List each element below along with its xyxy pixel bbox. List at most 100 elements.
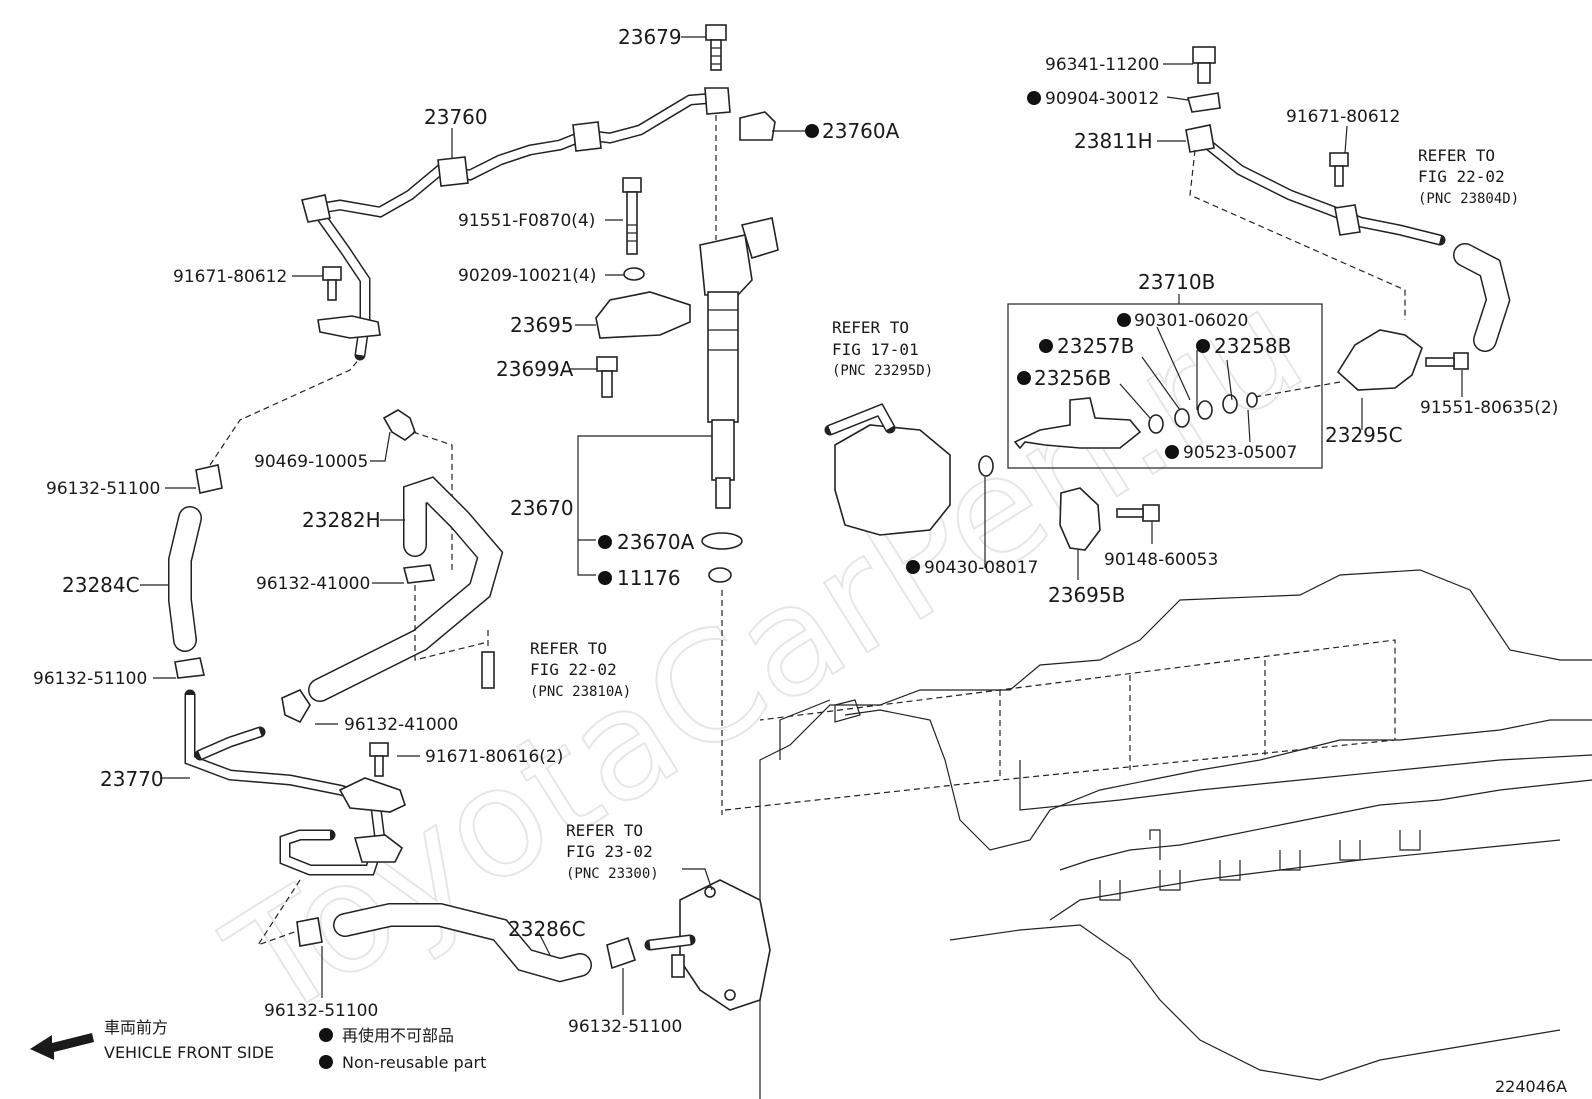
label-90469: 90469-10005 xyxy=(254,452,368,472)
clamp-96132-51100-lower-right xyxy=(606,936,636,970)
label-23695: 23695 xyxy=(510,313,574,337)
legend-dot-en xyxy=(319,1055,333,1069)
bolt-91551-f0870 xyxy=(622,177,642,255)
label-96132-41000-b: 96132-41000 xyxy=(344,715,458,735)
label-96132-51100-c: 96132-51100 xyxy=(264,1001,378,1021)
legend-nonreusable-jp: 再使用不可部品 xyxy=(342,1026,454,1045)
nonreusable-dot-23760a xyxy=(805,124,819,138)
hose-23286c xyxy=(333,903,592,983)
bolt-91551-80635 xyxy=(1425,352,1469,370)
nonreusable-dot-23670a xyxy=(598,535,612,549)
refer-to-notes: REFER TO FIG 17-01 (PNC 23295D) REFER TO… xyxy=(530,146,1519,882)
label-90209: 90209-10021(4) xyxy=(458,266,596,286)
pipe-23770 xyxy=(184,689,406,876)
ref-22-02-b-line1: REFER TO xyxy=(530,639,607,658)
label-23257b: 23257B xyxy=(1057,334,1134,358)
label-90148-60053: 90148-60053 xyxy=(1104,550,1218,570)
washer-90904 xyxy=(1186,92,1221,113)
label-96341-11200: 96341-11200 xyxy=(1045,55,1159,75)
label-91671-80612-left: 91671-80612 xyxy=(173,267,287,287)
pipe-bracket-left xyxy=(317,315,381,339)
label-90904-30012: 90904-30012 xyxy=(1045,89,1159,109)
clamp-96132-51100-upper xyxy=(195,464,223,494)
label-23811h: 23811H xyxy=(1074,129,1153,153)
engine-block-outline xyxy=(724,569,1592,1099)
label-23284c: 23284C xyxy=(62,573,140,597)
ref-22-02-a-line3: (PNC 23804D) xyxy=(1418,191,1519,207)
kit-components-23710b xyxy=(1013,392,1258,450)
label-96132-51100-b: 96132-51100 xyxy=(33,669,147,689)
clamp-96132-51100-middle xyxy=(174,657,205,679)
nonreusable-dot-11176 xyxy=(598,571,612,585)
legend-direction-jp: 車両前方 xyxy=(104,1018,168,1037)
label-23258b: 23258B xyxy=(1214,334,1291,358)
hose-23282h xyxy=(308,476,504,702)
ref-23-02-line1: REFER TO xyxy=(566,821,643,840)
leader-lines xyxy=(140,36,1463,1015)
ref-17-01-line1: REFER TO xyxy=(832,318,909,337)
ref-23-02-line2: FIG 23-02 xyxy=(566,842,653,861)
bolt-91671-80616 xyxy=(369,742,389,777)
label-23760: 23760 xyxy=(424,105,488,129)
clamp-96132-41000-upper xyxy=(402,564,436,584)
nonreusable-dot-90430 xyxy=(906,560,920,574)
label-90430-08017: 90430-08017 xyxy=(924,558,1038,578)
clamp-23695 xyxy=(595,291,691,339)
label-90301-06020: 90301-06020 xyxy=(1134,311,1248,331)
legend-dot-jp xyxy=(319,1028,333,1042)
ref-fig-22-02-middle: REFER TO FIG 22-02 (PNC 23810A) xyxy=(530,639,631,700)
bolt-90148-60053 xyxy=(1116,504,1160,522)
label-96132-51100-a: 96132-51100 xyxy=(46,479,160,499)
label-96132-41000-a: 96132-41000 xyxy=(256,574,370,594)
ref-22-02-b-line3: (PNC 23810A) xyxy=(530,684,631,700)
part-labels: 23679 23760 23760A 91551-F0870(4) 90209-… xyxy=(33,25,1558,1037)
pipe-end-fitting-right xyxy=(704,87,731,115)
washer-90209 xyxy=(623,267,645,281)
label-91551-80635: 91551-80635(2) xyxy=(1420,398,1558,418)
o-ring-23670a xyxy=(701,532,743,550)
legend-nonreusable-en: Non-reusable part xyxy=(342,1053,486,1072)
label-23295c: 23295C xyxy=(1325,423,1403,447)
pipe-bracket-23770-lower xyxy=(353,834,404,863)
label-23256b: 23256B xyxy=(1034,366,1111,390)
label-91671-80616: 91671-80616(2) xyxy=(425,747,563,767)
pipe-bracket-23770-upper xyxy=(338,777,406,813)
clamp-90469 xyxy=(382,409,416,441)
label-23760a: 23760A xyxy=(822,119,900,143)
label-23670a: 23670A xyxy=(617,530,695,554)
label-23710b: 23710B xyxy=(1138,270,1215,294)
label-96132-51100-d: 96132-51100 xyxy=(568,1017,682,1037)
pipe-clamp-block-1 xyxy=(437,156,469,187)
clamp-96132-51100-lower-left xyxy=(296,917,323,947)
label-11176: 11176 xyxy=(617,566,681,590)
label-91551-f0870: 91551-F0870(4) xyxy=(458,211,595,231)
label-23670: 23670 xyxy=(510,496,574,520)
label-91671-80612-right: 91671-80612 xyxy=(1286,107,1400,127)
ref-fig-17-01: REFER TO FIG 17-01 (PNC 23295D) xyxy=(832,318,933,379)
gasket-11176 xyxy=(708,567,732,583)
nonreusable-dot-23256b xyxy=(1017,371,1031,385)
ref-23-02-line3: (PNC 23300) xyxy=(566,866,659,882)
hose-23284c xyxy=(168,506,202,652)
bolt-91671-80612-right xyxy=(1329,152,1349,187)
ref-22-02-a-line1: REFER TO xyxy=(1418,146,1495,165)
label-23770: 23770 xyxy=(100,767,164,791)
bracket-23695b xyxy=(1059,487,1101,551)
nonreusable-dot-90301 xyxy=(1117,313,1131,327)
diagram-code: 224046A xyxy=(1495,1077,1567,1096)
bolt-23699a xyxy=(596,356,618,398)
bolt-96341-11200 xyxy=(1192,46,1216,84)
clamp-96132-41000-lower xyxy=(281,688,311,724)
label-23695b: 23695B xyxy=(1048,583,1125,607)
label-23286c: 23286C xyxy=(508,917,586,941)
fuel-pipe-23760 xyxy=(301,87,776,361)
kit-box-23710b xyxy=(1007,303,1323,469)
label-23282h: 23282H xyxy=(302,508,381,532)
valve-23295c xyxy=(1336,329,1423,391)
hose-ref-22-02 xyxy=(1453,243,1511,352)
pipe-ref-22-02 xyxy=(481,651,495,689)
bolt-91671-80612-left xyxy=(322,266,342,301)
pipe-23811h xyxy=(1185,124,1446,246)
